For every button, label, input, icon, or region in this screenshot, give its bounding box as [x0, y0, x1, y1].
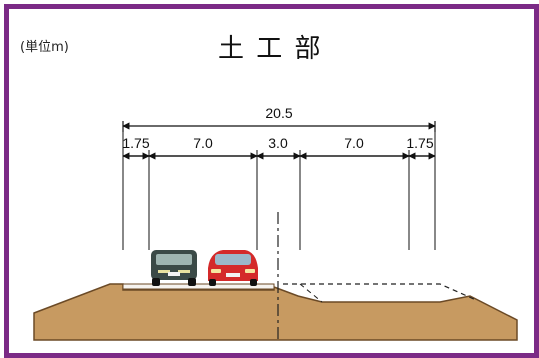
segment-dimensions: 1.75 7.0 3.0 7.0 1.75 — [122, 135, 436, 160]
page-title: 土 工 部 — [218, 34, 323, 64]
road-surface — [122, 283, 275, 290]
extension-lines — [122, 130, 436, 250]
embankment — [33, 283, 518, 341]
car-icon-dark — [151, 250, 197, 286]
segment-label-shoulder-left: 1.75 — [122, 135, 149, 151]
segment-label-shoulder-right: 1.75 — [406, 135, 433, 151]
segment-label-lane-left: 7.0 — [193, 135, 213, 151]
car-icon-red — [208, 250, 258, 286]
unit-note: (単位m) — [20, 40, 69, 55]
total-dimension: 20.5 — [122, 105, 436, 132]
future-road-outline-lower — [299, 283, 323, 303]
segment-label-median: 3.0 — [268, 135, 288, 151]
total-dimension-label: 20.5 — [265, 105, 292, 121]
future-road-outline — [283, 283, 477, 301]
segment-label-lane-right: 7.0 — [344, 135, 364, 151]
